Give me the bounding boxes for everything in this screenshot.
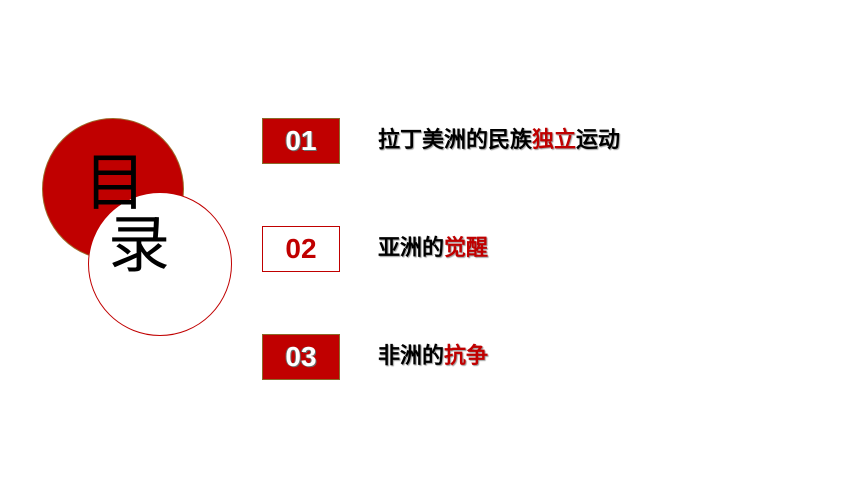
label-highlight: 觉醒 [444, 236, 489, 261]
title-char-lu: 录 [108, 208, 171, 281]
decorative-white-circle [88, 192, 232, 336]
toc-item-01: 01 拉丁美洲的民族独立运动 [262, 118, 682, 164]
label-text-before: 非洲的 [378, 344, 445, 369]
title-char-mu: 目 [84, 146, 147, 219]
toc-item-03: 03 非洲的抗争 [262, 334, 682, 380]
label-text-before: 拉丁美洲的民族 [378, 128, 533, 153]
toc-item-label: 亚洲的觉醒 [378, 234, 488, 264]
toc-number-badge: 03 [262, 334, 340, 380]
label-text-after: 运动 [576, 128, 621, 153]
label-highlight: 抗争 [444, 344, 489, 369]
toc-item-02: 02 亚洲的觉醒 [262, 226, 682, 272]
toc-number-badge: 01 [262, 118, 340, 164]
label-highlight: 独立 [532, 128, 577, 153]
toc-item-label: 非洲的抗争 [378, 342, 488, 372]
label-text-before: 亚洲的 [378, 236, 445, 261]
toc-item-label: 拉丁美洲的民族独立运动 [378, 126, 620, 156]
toc-number-badge: 02 [262, 226, 340, 272]
